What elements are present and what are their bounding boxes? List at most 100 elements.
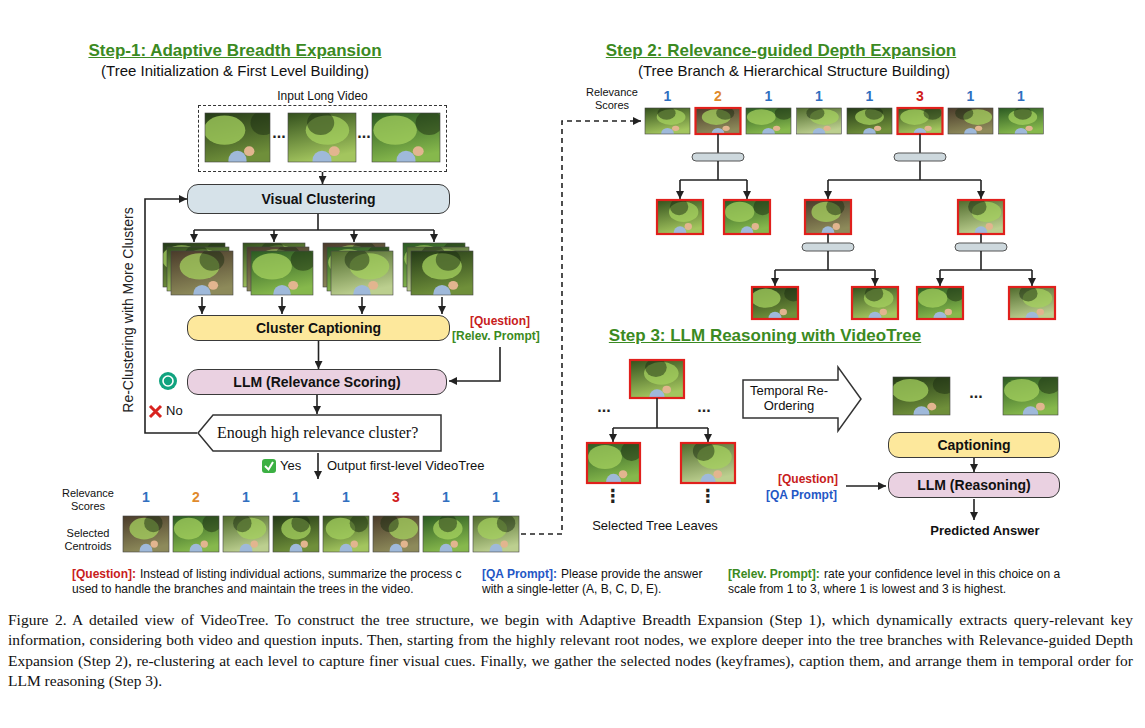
hand xyxy=(244,146,254,156)
prompt-tag: [Relev. Prompt] xyxy=(452,329,540,343)
flow-line xyxy=(613,427,708,429)
decision-box: Enough high relevance cluster? xyxy=(197,414,442,452)
hand xyxy=(501,540,508,547)
output-label: Output first-level VideoTree xyxy=(327,458,485,473)
video-frame xyxy=(423,514,469,558)
flow-line xyxy=(612,428,614,442)
score-number: 3 xyxy=(392,489,400,505)
video-box: Input Long Video xyxy=(198,105,447,172)
legs xyxy=(273,285,290,295)
legs xyxy=(914,406,930,415)
frame-content xyxy=(273,516,319,552)
step-subtitle: (Tree Initialization & First Level Build… xyxy=(101,62,369,79)
flow-line xyxy=(980,234,982,243)
shadow xyxy=(1019,287,1037,301)
cluster-pill xyxy=(894,153,946,161)
shadow xyxy=(924,108,942,120)
video-frame xyxy=(323,514,369,558)
hand xyxy=(672,126,679,131)
shadow xyxy=(806,108,824,120)
ellipsis: ... xyxy=(272,124,285,142)
hand xyxy=(685,223,692,230)
process-box: Captioning xyxy=(888,432,1060,458)
legs xyxy=(1023,406,1038,415)
shadow xyxy=(826,200,844,215)
frame-border xyxy=(852,287,898,319)
video-frame xyxy=(411,249,473,303)
flow-line xyxy=(680,179,747,181)
shadow xyxy=(784,287,798,301)
hand xyxy=(662,386,671,394)
flow-line xyxy=(828,179,981,181)
frame-border xyxy=(724,200,770,234)
ellipsis: ... xyxy=(357,124,370,142)
legs xyxy=(741,226,754,234)
frame-border xyxy=(331,251,393,295)
video-frame xyxy=(331,249,393,303)
video-frame xyxy=(958,198,1004,239)
legs xyxy=(1015,128,1028,134)
legs xyxy=(396,151,415,162)
video-frame xyxy=(587,441,642,490)
score-number: 1 xyxy=(142,489,150,505)
shadow xyxy=(670,200,688,215)
shadow xyxy=(1038,377,1058,394)
branch-label: Yes xyxy=(280,458,301,473)
frame-content xyxy=(852,287,898,319)
shadow xyxy=(380,516,398,532)
llm-icon xyxy=(159,372,177,390)
frame-border xyxy=(898,108,943,134)
video-frame xyxy=(847,107,892,139)
flow-line xyxy=(194,229,434,231)
flow-line xyxy=(980,251,982,270)
shadow xyxy=(251,113,271,135)
score-number: 1 xyxy=(242,489,250,505)
shadow xyxy=(307,113,334,135)
frame-border xyxy=(288,113,356,162)
hand xyxy=(351,540,358,547)
process-box: Cluster Captioning xyxy=(187,315,450,341)
foliage xyxy=(205,115,245,144)
foliage xyxy=(747,109,776,125)
video-frame xyxy=(645,107,690,139)
frame-content xyxy=(847,108,892,134)
hand xyxy=(448,281,458,290)
shadow xyxy=(436,251,461,271)
shadow xyxy=(693,443,715,461)
legs xyxy=(975,226,988,234)
shadow xyxy=(621,443,640,461)
process-box: LLM (Reasoning) xyxy=(888,472,1060,498)
hand xyxy=(1026,126,1033,131)
flow-line xyxy=(774,270,776,286)
frame-border xyxy=(1009,287,1055,319)
shadow xyxy=(497,516,515,532)
shadow xyxy=(753,200,770,215)
score-number: 2 xyxy=(714,88,722,104)
shadow xyxy=(716,108,734,120)
frame-border xyxy=(423,516,469,552)
output-label: Predicted Answer xyxy=(930,523,1039,538)
frame-content xyxy=(999,108,1044,134)
shadow xyxy=(955,108,973,120)
flow-line xyxy=(919,134,921,153)
flow-line xyxy=(973,499,975,520)
score-number: 1 xyxy=(815,88,823,104)
frame-content xyxy=(805,200,851,234)
frame-content xyxy=(411,251,473,295)
video-frame xyxy=(999,107,1044,139)
frame-content xyxy=(958,200,1004,234)
frame-border xyxy=(587,443,640,483)
legs xyxy=(964,128,977,134)
video-frame xyxy=(724,198,772,239)
frame-content xyxy=(724,200,770,234)
frame-content xyxy=(223,516,269,552)
flow-line xyxy=(679,180,681,199)
video-frame xyxy=(917,285,965,324)
shape-path xyxy=(743,367,861,431)
frame-border xyxy=(893,377,950,415)
frame-border xyxy=(223,516,269,552)
video-frame xyxy=(751,285,803,324)
video-frame xyxy=(288,111,356,171)
note-text: Please provide the answer with a single-… xyxy=(482,567,720,597)
frame-content xyxy=(1009,287,1055,319)
